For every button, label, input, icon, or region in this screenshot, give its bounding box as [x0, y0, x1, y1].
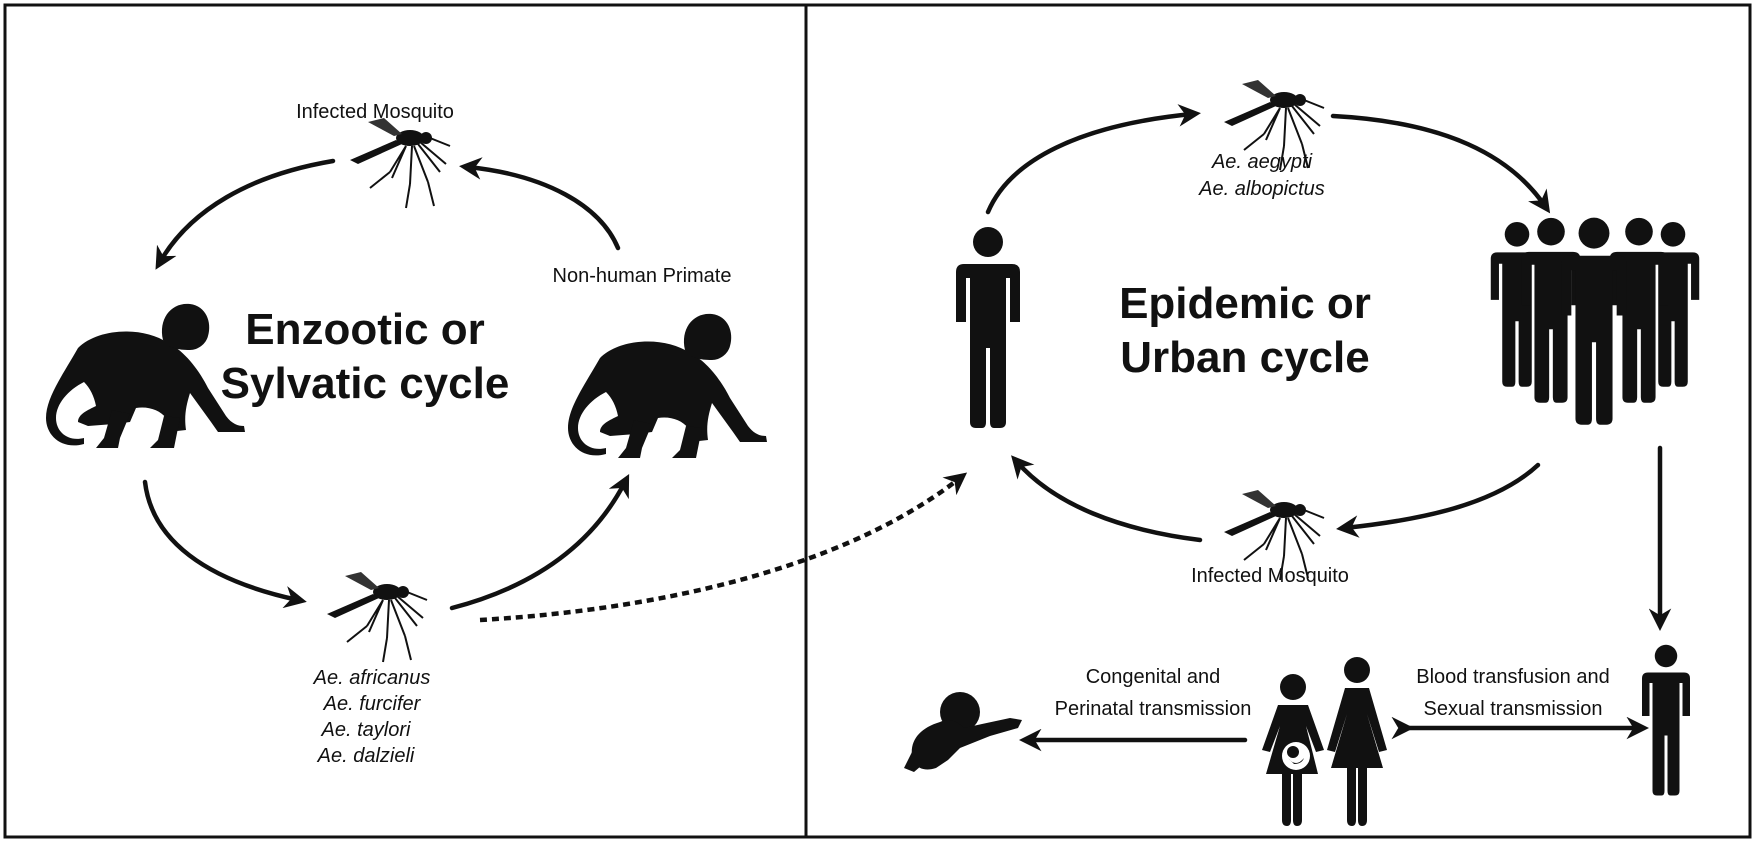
person-icon: [956, 227, 1020, 428]
pregnant-woman-icon: [1262, 674, 1324, 826]
blood-label-line2: Sexual transmission: [1424, 698, 1603, 720]
congenital-label-line2: Perinatal transmission: [1055, 698, 1252, 720]
arrow-mosquito-to-person: [1011, 455, 1203, 543]
sylvatic-title-line2: Sylvatic cycle: [221, 359, 510, 408]
species-aegypti: Ae. aegypti: [1211, 151, 1313, 173]
top-mosquito-label: Infected Mosquito: [296, 101, 454, 123]
arrow-monkey-to-vector: [142, 479, 307, 609]
outer-frame: [3, 3, 1752, 839]
bottom-mosquito-label: Infected Mosquito: [1191, 565, 1349, 587]
sylvatic-title-line1: Enzootic or: [245, 305, 485, 354]
mosquito-icon: [326, 571, 428, 663]
mosquito-icon: [349, 117, 451, 209]
left-panel: Infected Mosquito Non-human Primate Enzo…: [46, 101, 968, 767]
species-albopictus: Ae. albopictus: [1198, 178, 1325, 200]
arrow-mosquito-to-crowd: [1330, 113, 1551, 214]
woman-icon: [1327, 657, 1387, 826]
person-icon: [1642, 644, 1690, 796]
crowd-icon: [1490, 217, 1700, 425]
right-panel: Ae. aegypti Ae. albopictus Epidemic or U…: [904, 79, 1700, 826]
primate-label: Non-human Primate: [553, 265, 732, 287]
arrow-vector-to-monkey: [449, 474, 630, 611]
urban-title-line2: Urban cycle: [1120, 333, 1369, 382]
arrow-person-to-mosquito: [985, 104, 1201, 215]
species-africanus: Ae. africanus: [313, 667, 431, 689]
species-dalzieli: Ae. dalzieli: [317, 745, 415, 767]
monkey-icon: [46, 303, 245, 448]
species-taylori: Ae. taylori: [321, 719, 411, 741]
species-furcifer: Ae. furcifer: [323, 693, 422, 715]
dotted-arrow-spillover: [479, 472, 968, 623]
arrow-crowd-to-mosquito: [1336, 462, 1541, 538]
blood-label-line1: Blood transfusion and: [1416, 666, 1609, 688]
arrow-monkey-to-mosquito: [459, 157, 621, 251]
monkey-icon: [568, 313, 767, 458]
urban-title-line1: Epidemic or: [1119, 279, 1371, 328]
arrow-mosquito-to-monkey: [155, 158, 336, 270]
baby-icon: [904, 692, 1022, 772]
congenital-label-line1: Congenital and: [1086, 666, 1221, 688]
